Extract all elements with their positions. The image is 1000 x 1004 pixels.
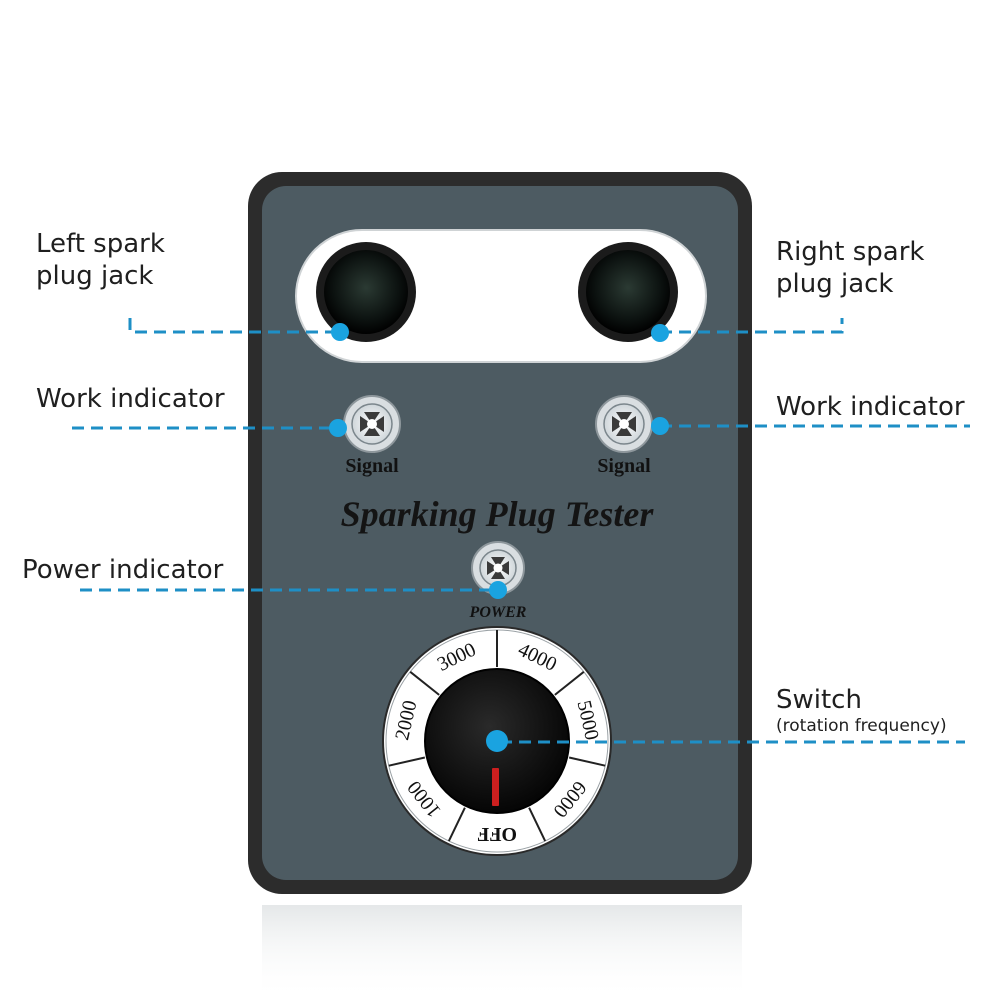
callout-lines (72, 318, 970, 744)
left-spark-plug-jack[interactable] (316, 242, 416, 342)
callout-power-indicator: Power indicator (22, 555, 224, 585)
callout-line-right-jack (660, 318, 844, 334)
signal-label-right: Signal (597, 455, 651, 477)
callout-switch-title: Switch (776, 685, 862, 715)
callout-switch-subtitle: (rotation frequency) (776, 716, 947, 736)
callout-left-jack-line1: Left spark (36, 229, 165, 259)
dial-separator (447, 807, 466, 842)
work-indicator-left (343, 395, 401, 453)
callout-dot-work-right (651, 417, 669, 435)
dial-separator (409, 671, 440, 696)
callout-line-left-jack (128, 318, 342, 334)
signal-label-left: Signal (345, 455, 399, 477)
dial-separator (388, 756, 426, 767)
dial-label-off: OFF (477, 823, 517, 845)
callout-work-indicator-left: Work indicator (36, 384, 225, 414)
callout-dot-power (489, 581, 507, 599)
knob-pointer (492, 768, 499, 806)
callout-dot-right-jack (651, 324, 669, 342)
callout-left-spark-plug-jack: Left spark plug jack (36, 228, 165, 292)
callout-dot-work-left (329, 419, 347, 437)
dial-separator (568, 756, 606, 767)
right-spark-plug-jack[interactable] (578, 242, 678, 342)
device-reflection (262, 905, 742, 1000)
callout-dots (329, 323, 669, 752)
callout-right-jack-line2: plug jack (776, 269, 894, 299)
callout-dot-switch (486, 730, 508, 752)
callout-switch: Switch (rotation frequency) (776, 684, 947, 736)
work-indicator-right (595, 395, 653, 453)
power-label: POWER (469, 604, 527, 621)
callout-right-jack-line1: Right spark (776, 237, 925, 267)
dial-separator (554, 671, 585, 696)
callout-dot-left-jack (331, 323, 349, 341)
dial-separator (528, 807, 547, 842)
callout-right-spark-plug-jack: Right spark plug jack (776, 236, 924, 300)
device-title: Sparking Plug Tester (341, 494, 655, 534)
callout-left-jack-line2: plug jack (36, 261, 154, 291)
callout-work-indicator-right: Work indicator (776, 392, 965, 422)
